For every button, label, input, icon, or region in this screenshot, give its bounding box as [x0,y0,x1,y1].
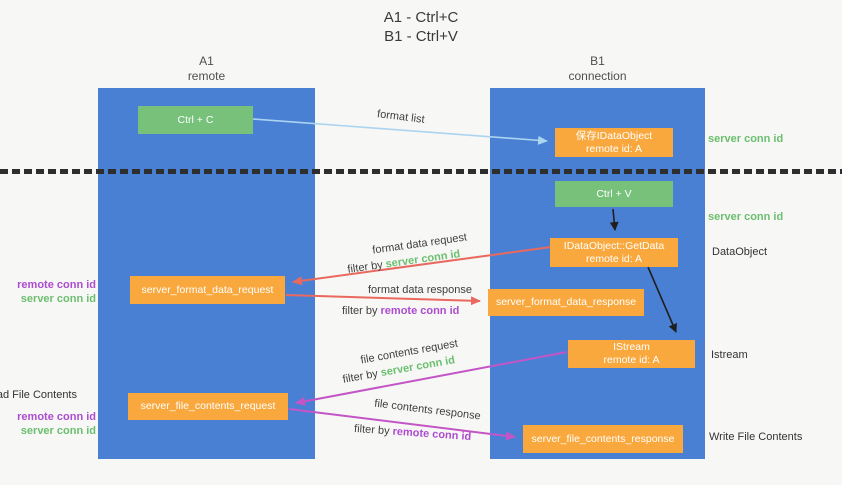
istream-line2: remote id: A [603,354,660,366]
ctrl-v-label: Ctrl + V [596,187,632,200]
remote-conn-id-left-label-2: remote conn id [17,411,96,423]
column-a1-name: A1 [199,54,214,68]
remote-conn-id-left-label-1: remote conn id [17,279,96,291]
server-format-data-request-node: server_format_data_request [130,276,285,304]
save-dataobject-line2: remote id: A [585,142,643,155]
title-line-1: A1 - Ctrl+C [383,9,459,26]
getdata-line2: remote id: A [585,252,643,265]
filter-by-remote-conn-id-label-2: filter by remote conn id [354,423,472,443]
istream-node: IStream remote id: A [568,340,695,368]
save-dataobject-node: 保存IDataObject remote id: A [555,128,673,157]
filter-by-text: filter by [346,258,387,276]
column-header-b1: B1 connection [490,54,705,84]
file-contents-response-label: file contents response [373,397,482,423]
filter-by-remote-conn-id-label-1: filter by remote conn id [342,305,459,317]
phase-divider-dashed-line [0,169,842,174]
title-line-2: B1 - Ctrl+V [384,28,458,45]
dataobject-label: DataObject [712,246,768,258]
istream-line1: IStream [613,341,650,353]
server-file-contents-response-label: server_file_contents_response [531,432,675,445]
server-file-contents-request-label: server_file_contents_request [140,400,276,412]
ctrl-c-node: Ctrl + C [138,106,253,134]
diagram-title: A1 - Ctrl+C B1 - Ctrl+V [0,8,842,46]
read-file-contents-label: Read File Contents [0,389,77,401]
save-dataobject-line1: 保存IDataObject [575,129,653,142]
server-format-data-response-node: server_format_data_response [488,289,644,316]
filter-by-text: filter by [342,305,381,317]
format-data-response-label: format data response [368,284,472,296]
server-conn-id-right-mid-label: server conn id [708,211,784,223]
getdata-node: IDataObject::GetData remote id: A [550,238,678,267]
server-format-data-response-label: server_format_data_response [495,296,637,308]
column-header-a1: A1 remote [98,54,315,84]
ctrl-c-label: Ctrl + C [177,113,214,126]
server-conn-id-right-top-label: server conn id [708,133,784,145]
remote-conn-id-text: remote conn id [380,305,460,317]
ctrl-v-node: Ctrl + V [555,181,673,207]
remote-conn-id-text: remote conn id [392,425,472,444]
column-b1-role: connection [568,69,627,83]
server-format-data-request-label: server_format_data_request [141,283,274,296]
server-file-contents-response-node: server_file_contents_response [523,425,683,453]
server-file-contents-request-node: server_file_contents_request [128,393,288,420]
format-list-label: format list [376,108,426,126]
write-file-contents-label: Write File Contents [709,431,803,443]
server-conn-id-left-label-2: server conn id [20,425,96,437]
filter-by-server-conn-id-label-1: filter by server conn id [347,248,461,276]
filter-by-text: filter by [353,422,393,438]
filter-by-text: filter by [341,367,382,386]
istream-side-label: Istream [711,349,748,361]
column-b1-name: B1 [590,54,605,68]
column-a1-role: remote [187,69,226,83]
server-conn-id-left-label-1: server conn id [20,293,96,305]
getdata-line1: IDataObject::GetData [563,239,665,252]
